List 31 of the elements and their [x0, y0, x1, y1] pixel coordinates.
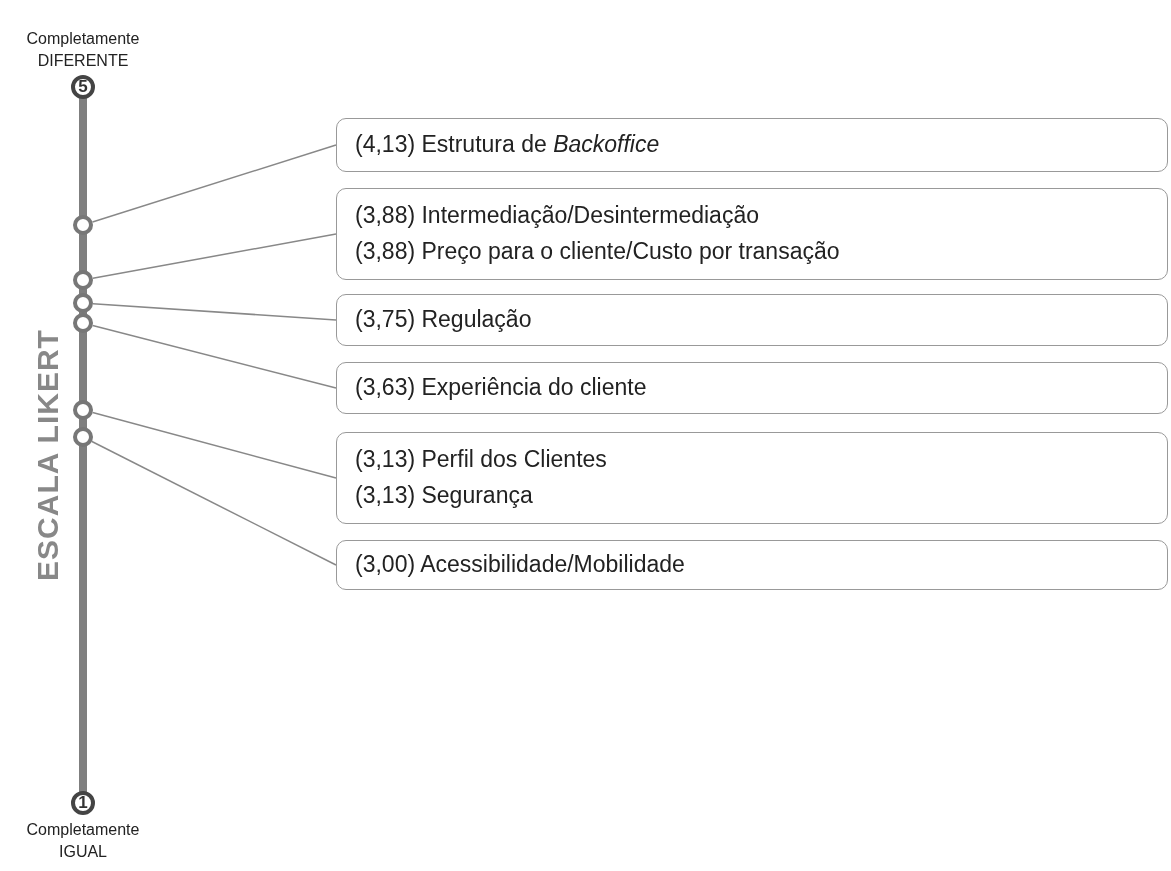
- item-text: (3,63) Experiência do cliente: [355, 373, 648, 403]
- label-box: [336, 118, 1168, 172]
- scale-marker: [73, 215, 93, 235]
- item-text: (3,13) Segurança: [355, 481, 534, 510]
- label-box: [336, 294, 1168, 346]
- label-box: [336, 188, 1168, 280]
- scale-marker: [73, 313, 93, 333]
- scale-marker: [73, 400, 93, 420]
- endpoint-caption: Completamente DIFERENTE: [25, 29, 141, 71]
- label-box: [336, 432, 1168, 524]
- leader-line: [91, 144, 337, 223]
- leader-line: [91, 440, 337, 566]
- scale-endpoint: 5: [71, 75, 95, 99]
- axis-title: ESCALA LIKERT: [31, 329, 65, 581]
- item-text: (3,88) Intermediação/Desintermediação: [355, 201, 760, 231]
- leader-line: [91, 324, 337, 389]
- leader-line: [91, 411, 337, 479]
- label-box: [336, 362, 1168, 414]
- scale-endpoint: 1: [71, 791, 95, 815]
- item-text: (3,00) Acessibilidade/Mobilidade: [355, 550, 686, 580]
- item-text: (4,13) Estrutura de Backoffice: [355, 130, 661, 160]
- label-box: [336, 540, 1168, 590]
- item-text: (3,75) Regulação: [355, 305, 533, 335]
- endpoint-caption: Completamente IGUAL: [25, 820, 141, 862]
- scale-marker: [73, 293, 93, 313]
- scale-marker: [73, 270, 93, 290]
- leader-line: [92, 302, 337, 321]
- scale-marker: [73, 427, 93, 447]
- leader-line: [92, 233, 337, 279]
- item-text: (3,13) Perfil dos Clientes: [355, 445, 608, 475]
- item-text: (3,88) Preço para o cliente/Custo por transação: [355, 237, 841, 266]
